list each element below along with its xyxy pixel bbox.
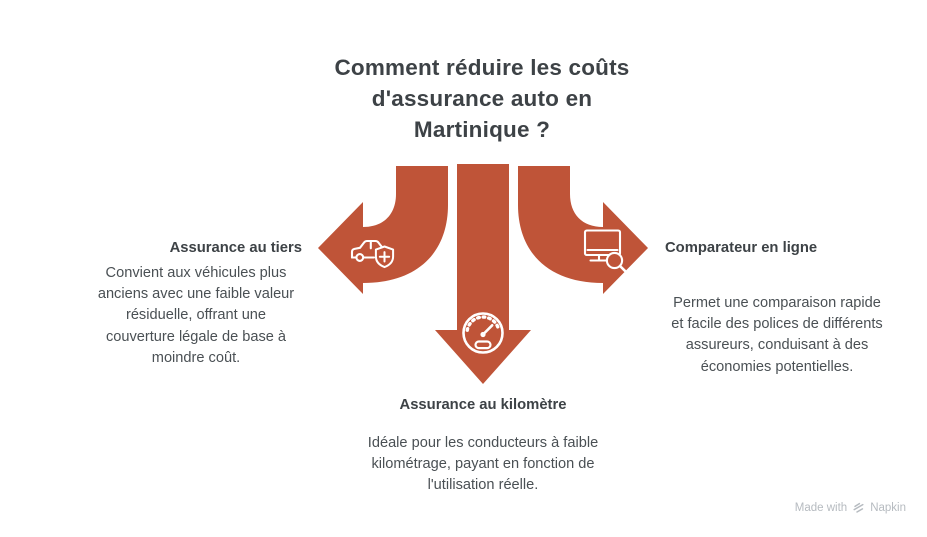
branch-description-assurance-au-kilometre: Idéale pour les conducteurs à faible kil… [367,435,599,494]
branch-label-assurance-au-tiers: Assurance au tiers [169,240,302,256]
watermark-brand: Napkin [870,501,906,514]
branch-description-comparateur-en-ligne: Permet une comparaison rapide et facile … [671,295,883,375]
watermark: Made with Napkin [795,501,906,514]
page-title: Comment réduire les coûts d'assurance au… [334,55,630,142]
branch-label-assurance-au-kilometre: Assurance au kilomètre [399,397,567,413]
speedometer-icon [462,312,504,354]
branch-description-assurance-au-tiers: Convient aux véhicules plus anciens avec… [97,265,295,366]
left-branch-arrow [318,166,448,294]
napkin-logo-icon [853,502,864,513]
down-branch-arrow [435,164,531,384]
watermark-prefix: Made with [794,501,848,514]
monitor-magnifier-icon [583,229,627,273]
branch-label-comparateur-en-ligne: Comparateur en ligne [665,240,818,256]
car-shield-plus-icon [350,239,395,269]
